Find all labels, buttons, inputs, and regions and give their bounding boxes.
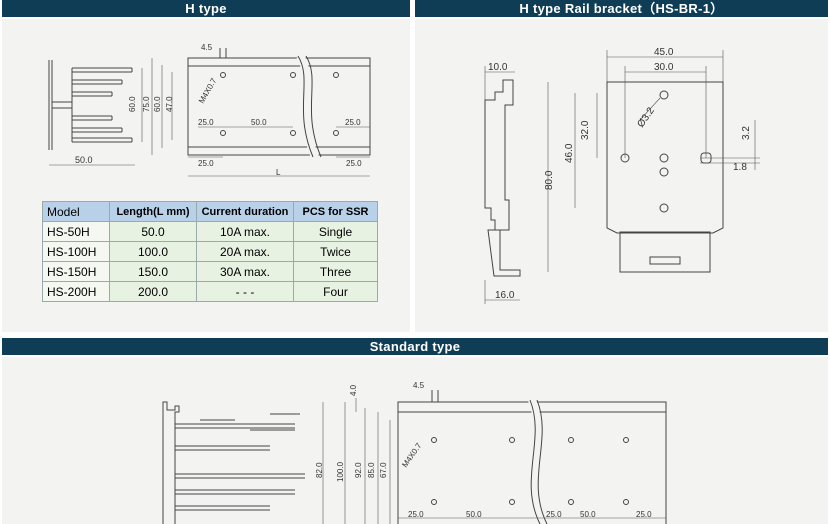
spec-table: Model Length(L mm) Current duration PCS … bbox=[42, 201, 378, 302]
table-row: HS-100H 100.0 20A max. Twice bbox=[42, 241, 378, 262]
rail-dim-46: 46.0 bbox=[564, 143, 575, 163]
cell: 50.0 bbox=[109, 221, 197, 242]
h-vertical-dims bbox=[141, 58, 173, 155]
rail-dim-3-2: 3.2 bbox=[741, 126, 752, 140]
standard-side-view bbox=[162, 401, 305, 524]
h-dim-4-5: 4.5 bbox=[201, 43, 213, 52]
col-current: Current duration bbox=[196, 201, 294, 222]
std-dim-4-5: 4.5 bbox=[413, 381, 425, 390]
standard-plate bbox=[397, 390, 667, 524]
cell: 150.0 bbox=[109, 261, 197, 282]
rail-dim-30: 30.0 bbox=[654, 62, 674, 73]
table-row: HS-50H 50.0 10A max. Single bbox=[42, 221, 378, 242]
cell: HS-200H bbox=[42, 281, 110, 302]
h-dim-25-c: 25.0 bbox=[198, 159, 214, 168]
cell: Four bbox=[293, 281, 378, 302]
cell: 20A max. bbox=[196, 241, 294, 262]
cell: HS-50H bbox=[42, 221, 110, 242]
std-dim-50-b: 50.0 bbox=[580, 510, 596, 519]
table-row: HS-150H 150.0 30A max. Three bbox=[42, 261, 378, 282]
std-dim-4: 4.0 bbox=[349, 384, 358, 396]
h-type-side-view bbox=[48, 60, 135, 166]
rail-bracket-drawing: 10.0 16.0 45.0 30.0 Ø3.2 80.0 46.0 32.0 … bbox=[484, 47, 760, 304]
rail-dim-45: 45.0 bbox=[654, 47, 674, 58]
std-hole-label: M4X0.7 bbox=[400, 441, 424, 469]
h-length-label: L bbox=[276, 168, 281, 177]
h-dim-25-d: 25.0 bbox=[346, 159, 362, 168]
h-type-plate bbox=[187, 48, 371, 177]
rail-side-view bbox=[484, 66, 521, 304]
std-dim-50-a: 50.0 bbox=[466, 510, 482, 519]
h-dim-75: 75.0 bbox=[142, 96, 151, 112]
cell: Twice bbox=[293, 241, 378, 262]
col-pcs: PCS for SSR bbox=[293, 201, 378, 222]
std-dim-82: 82.0 bbox=[315, 462, 324, 478]
rail-dim-1-8: 1.8 bbox=[733, 162, 747, 173]
cell: - - - bbox=[196, 281, 294, 302]
std-dim-85: 85.0 bbox=[367, 462, 376, 478]
h-dim-25-b: 25.0 bbox=[345, 118, 361, 127]
h-dim-25-a: 25.0 bbox=[198, 118, 214, 127]
rail-dim-80: 80.0 bbox=[544, 170, 555, 190]
col-length: Length(L mm) bbox=[109, 201, 197, 222]
h-dim-50: 50.0 bbox=[251, 118, 267, 127]
standard-header: Standard type bbox=[2, 338, 828, 355]
rail-bracket-header: H type Rail bracket（HS-BR-1） bbox=[415, 0, 828, 17]
table-row: HS-200H 200.0 - - - Four bbox=[42, 281, 378, 302]
rail-dim-16: 16.0 bbox=[495, 290, 515, 301]
cell: HS-100H bbox=[42, 241, 110, 262]
std-dim-67: 67.0 bbox=[379, 462, 388, 478]
cell: 30A max. bbox=[196, 261, 294, 282]
std-dim-25-c: 25.0 bbox=[636, 510, 652, 519]
std-dim-100: 100.0 bbox=[336, 461, 345, 482]
standard-vertical-dims bbox=[322, 398, 391, 524]
h-type-header: H type bbox=[2, 0, 410, 17]
h-side-width: 50.0 bbox=[75, 155, 93, 165]
std-dim-25-b: 25.0 bbox=[546, 510, 562, 519]
cell: 100.0 bbox=[109, 241, 197, 262]
rail-front-view bbox=[547, 50, 760, 273]
table-header-row: Model Length(L mm) Current duration PCS … bbox=[42, 201, 378, 222]
standard-panel bbox=[2, 357, 828, 524]
cell: Single bbox=[293, 221, 378, 242]
cell: 200.0 bbox=[109, 281, 197, 302]
std-dim-92: 92.0 bbox=[354, 462, 363, 478]
rail-bracket-panel bbox=[415, 19, 828, 332]
rail-dim-32: 32.0 bbox=[580, 120, 591, 140]
h-dim-47: 47.0 bbox=[165, 96, 174, 112]
h-dim-60-b: 60.0 bbox=[153, 96, 162, 112]
h-type-drawing: 50.0 60.0 75.0 60.0 47.0 4.5 M4X0.7 25.0… bbox=[48, 43, 371, 177]
std-dim-25-a: 25.0 bbox=[408, 510, 424, 519]
rail-dim-10: 10.0 bbox=[488, 62, 508, 73]
h-dim-60-a: 60.0 bbox=[128, 96, 137, 112]
